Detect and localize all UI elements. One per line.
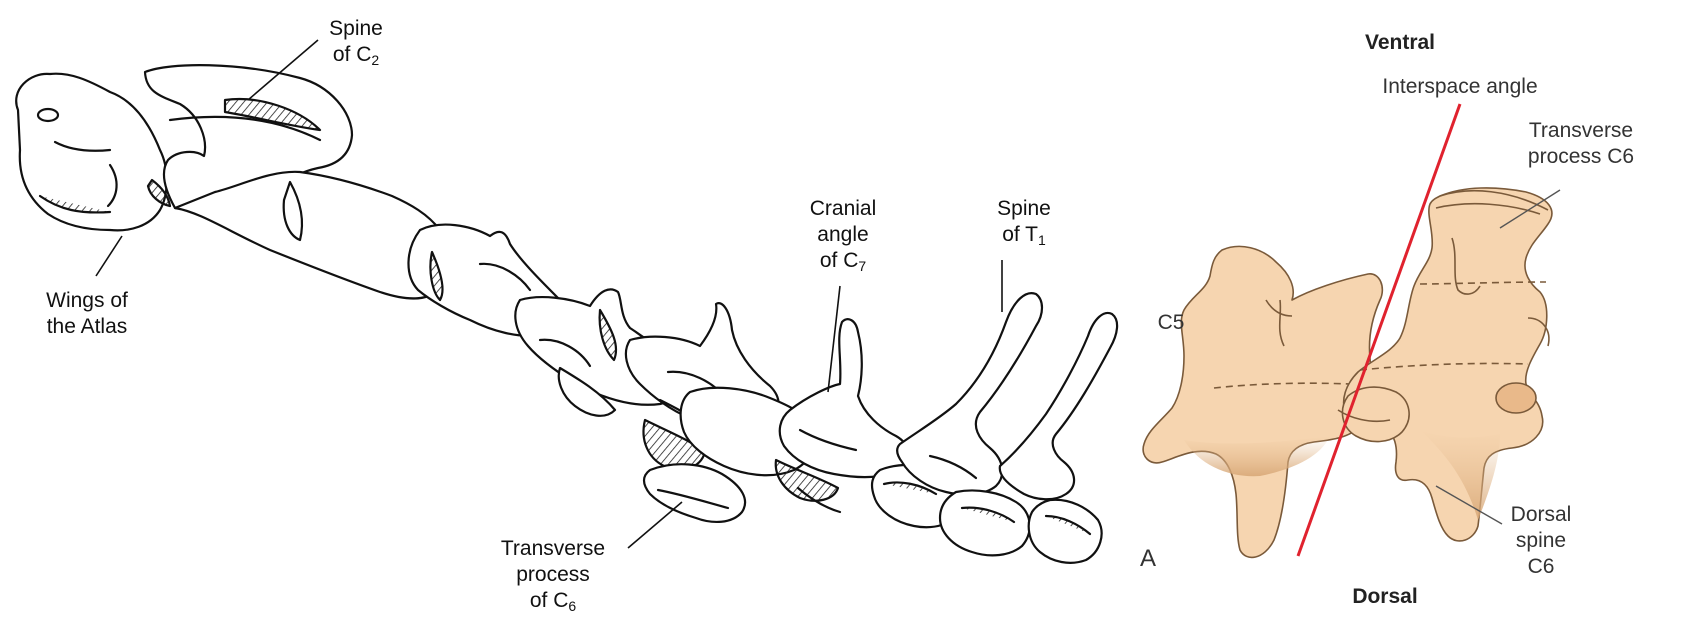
left-cervical-spine [15,64,1119,564]
spine-c2-label: Spine of C2 [329,17,383,68]
interspace-angle-label: Interspace angle [1382,75,1538,98]
atlas-wing [15,72,168,232]
wings-atlas-label: Wings of the Atlas [46,289,128,338]
interspace-angle-line [1296,103,1462,557]
panel-letter: A [1139,545,1156,572]
t1-vertebra [896,292,1044,496]
c6-transverse-process [642,463,747,524]
c7-vertebra [778,318,909,479]
right-c5-c6 [1142,187,1553,559]
left-leader-lines [95,39,1003,549]
c5-shape [1142,245,1384,559]
c2-spine-hatch [223,98,322,132]
dorsal-label: Dorsal [1352,585,1418,608]
ventral-label: Ventral [1364,31,1436,54]
transverse-c6-label: Transverse process of C6 [500,537,606,614]
spine-t1-label: Spine of T1 [997,197,1051,248]
dorsal-spine-c6-label: Dorsal spine C6 [1510,503,1572,578]
transverse-process-c6-label: Transverse process C6 [1527,119,1635,168]
right-leader-lines [1435,189,1561,525]
c5-label: C5 [1157,311,1185,334]
cranial-angle-label: Cranial angle of C7 [809,197,877,274]
